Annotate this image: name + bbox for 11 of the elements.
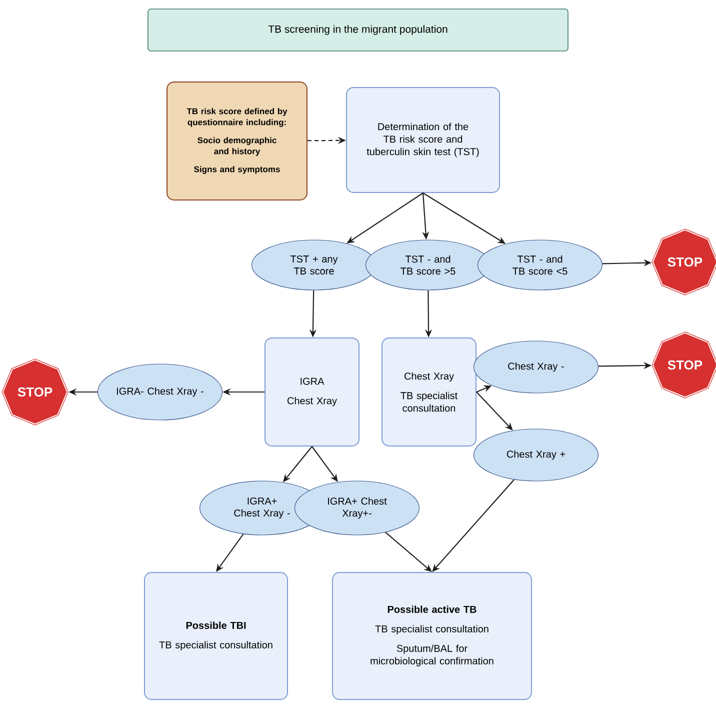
stop-sign: STOP xyxy=(0,358,70,426)
process-box: Possible active TB TB specialist consultation Sputum/BAL for microbiological confirmation xyxy=(332,572,532,700)
arrow xyxy=(432,479,515,572)
process-box: IGRA Chest Xray xyxy=(264,338,360,446)
process-box: Determination of the TB risk score and tuberculin skin test (TST) xyxy=(346,87,500,193)
process-box: Chest Xray TB specialist consultation xyxy=(382,338,476,446)
questionnaire-box: TB risk score defined by questionnaire including: Socio demographic and history Signs and symptoms xyxy=(166,82,308,200)
title-box: TB screening in the migrant population xyxy=(148,8,568,52)
process-box: Possible TBI TB specialist consultation xyxy=(144,572,288,700)
stop-sign: STOP xyxy=(650,330,716,400)
stop-sign: STOP xyxy=(650,228,716,296)
